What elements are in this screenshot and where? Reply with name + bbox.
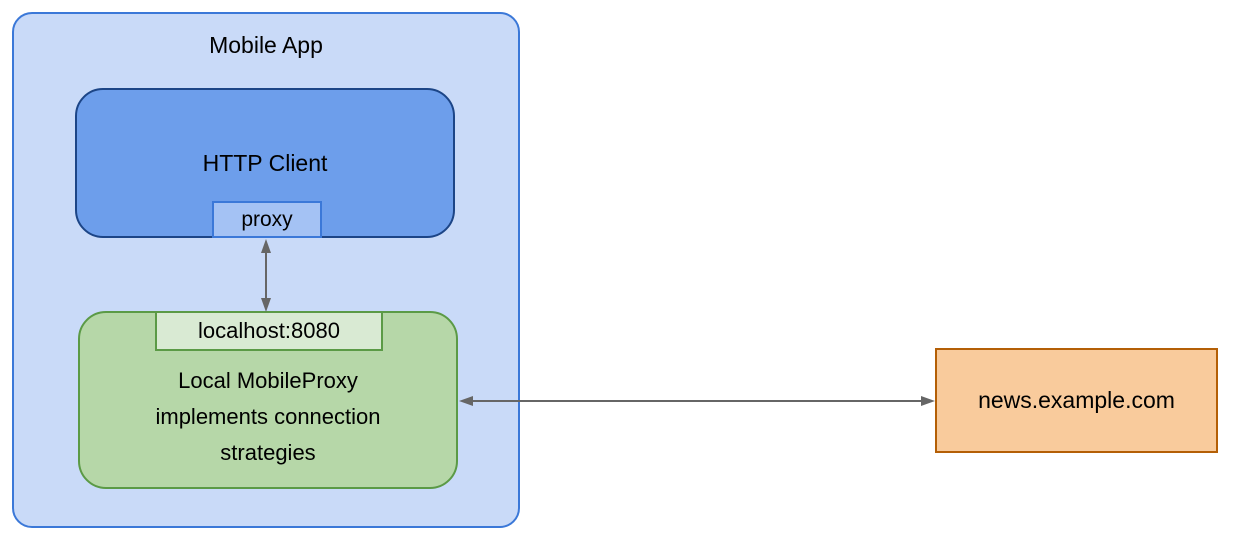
http-client-label: HTTP Client [202,149,328,176]
local-mobileproxy-box: localhost:8080 Local MobileProxy impleme… [78,311,458,489]
proxy-to-server-arrow [459,396,935,406]
local-mobileproxy-label-line3: strategies [220,440,316,465]
localhost-port-label: localhost:8080 [198,318,340,343]
localhost-port-box: localhost:8080 [155,311,383,351]
mobile-app-label: Mobile App [209,32,323,58]
server-label: news.example.com [978,387,1175,413]
local-mobileproxy-label: Local MobileProxy implements connection … [80,363,456,471]
proxy-port-box: proxy [212,201,322,238]
local-mobileproxy-label-line1: Local MobileProxy [178,368,358,393]
local-mobileproxy-label-line2: implements connection [155,404,381,429]
http-client-box: HTTP Client proxy [75,88,455,238]
proxy-port-label: proxy [241,207,293,231]
mobile-app-container: Mobile App HTTP Client proxy localhost:8… [12,12,520,528]
server-box: news.example.com [935,348,1218,453]
